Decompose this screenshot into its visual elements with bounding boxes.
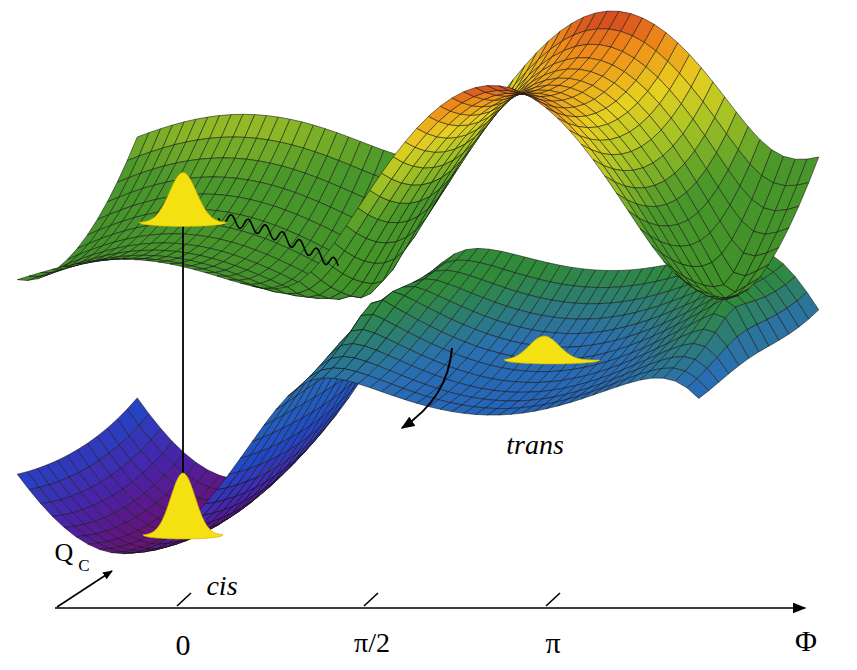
surface-facet xyxy=(617,193,639,218)
axis-label: Q xyxy=(55,540,74,566)
surface-facet xyxy=(787,183,809,210)
wavepacket-trajectory xyxy=(218,215,338,266)
axis-tick xyxy=(546,593,560,606)
surface-facet xyxy=(499,86,521,93)
surface-facet xyxy=(205,273,227,277)
surface-facet xyxy=(640,229,662,254)
surface-facet xyxy=(534,99,556,113)
surface-facet xyxy=(17,472,39,490)
surface-facet xyxy=(737,278,759,294)
surface-facet xyxy=(53,266,75,269)
surface-facet xyxy=(747,264,769,285)
tick-label: 0 xyxy=(176,630,191,660)
surface-facet xyxy=(182,266,204,269)
surface-facet xyxy=(252,420,274,441)
surface-facet xyxy=(41,269,63,273)
axis-label: Φ xyxy=(795,626,817,656)
surface-facet xyxy=(264,403,286,425)
surface-facet xyxy=(76,536,98,544)
excitation-line xyxy=(182,225,184,474)
tick-label: π/2 xyxy=(354,629,390,657)
surface-facet xyxy=(797,157,819,185)
surface-facet xyxy=(135,549,157,553)
state-label: cis xyxy=(206,572,237,600)
wavepacket xyxy=(139,173,227,227)
surface-facet xyxy=(546,108,568,124)
axis-subscript: C xyxy=(78,557,89,574)
surface-facet xyxy=(628,211,650,236)
surface-facet xyxy=(558,396,580,406)
surface-facet xyxy=(687,379,709,399)
surface-facet xyxy=(605,176,627,200)
surface-facet xyxy=(217,276,239,280)
axis-tick xyxy=(364,593,378,606)
tick-label: π xyxy=(545,628,560,658)
surface-facet xyxy=(570,130,592,149)
q-axis xyxy=(57,571,112,607)
phi-axis xyxy=(55,607,805,609)
wavepacket xyxy=(143,473,223,539)
surface-facet xyxy=(570,392,592,403)
wavepackets xyxy=(139,173,600,540)
wavepacket xyxy=(504,336,600,364)
surface-facet xyxy=(205,488,227,504)
surface-facet xyxy=(229,455,251,474)
surface-facet xyxy=(581,388,603,399)
surface-facet xyxy=(194,269,216,273)
ground-surface xyxy=(17,248,819,553)
surface-facet xyxy=(558,118,580,135)
surface-facet xyxy=(217,472,239,490)
surface-facet xyxy=(88,543,110,549)
surface-facet xyxy=(17,276,39,280)
excited-surface xyxy=(17,11,819,299)
surface-facet xyxy=(241,437,263,458)
surface-facet xyxy=(593,160,615,182)
surface-facet xyxy=(593,383,615,395)
surface-facet xyxy=(29,273,51,277)
surface-facet xyxy=(41,502,63,516)
surface-facet xyxy=(53,515,75,527)
axis-tick xyxy=(177,593,191,606)
surface-facet xyxy=(147,543,169,549)
surface-facet xyxy=(29,488,51,504)
state-label: trans xyxy=(506,431,564,459)
surface-facet xyxy=(276,388,298,409)
surface-facet xyxy=(581,144,603,165)
surface-facet xyxy=(64,526,86,536)
surface-facet xyxy=(652,246,674,270)
surface-facet xyxy=(757,248,779,271)
surface-facet xyxy=(662,254,684,277)
decay-arrow xyxy=(402,348,452,428)
surface-facet xyxy=(687,283,709,294)
